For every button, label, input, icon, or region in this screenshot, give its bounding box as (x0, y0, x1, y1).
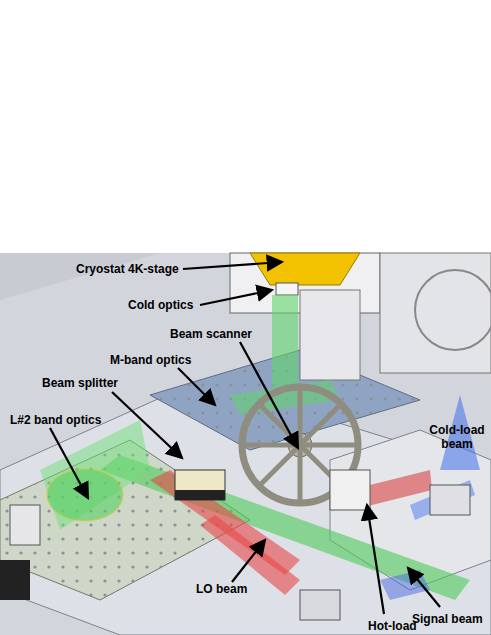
part-label: Beam scanner (170, 327, 252, 341)
part-label: LO beam (196, 582, 247, 596)
mounts-part (430, 485, 470, 515)
base-plates (0, 350, 491, 635)
part-label: M-band optics (110, 353, 191, 367)
beams-part (230, 380, 340, 415)
leader-lines (50, 262, 440, 614)
part-label: Cold optics (128, 298, 193, 312)
background-part (0, 253, 491, 635)
leader-lines-part (408, 568, 440, 607)
beams-part (150, 470, 300, 575)
cryostat-part (415, 270, 491, 350)
cryostat-part (250, 253, 360, 285)
mounts-part (330, 470, 370, 510)
part-label: Beam splitter (42, 376, 118, 390)
part-label: Hot-load (368, 619, 417, 633)
beams-part (47, 469, 123, 521)
cryostat-part (380, 253, 491, 373)
leader-lines-part (240, 342, 298, 448)
mounts (0, 470, 470, 620)
mounts-part (0, 560, 30, 600)
l2-band-optics (40, 420, 150, 530)
background-part (0, 253, 491, 635)
beam-scanner-part (261, 406, 339, 484)
leader-lines-part (50, 428, 88, 498)
mounts-part (10, 505, 40, 545)
cryostat (230, 253, 491, 380)
leader-lines-part (178, 368, 215, 405)
mounts-part (300, 590, 340, 620)
part-label: Cold-load beam (427, 423, 487, 451)
leader-lines-part (232, 540, 265, 582)
mounts-part (175, 470, 225, 500)
cryostat-part (300, 290, 360, 380)
leader-lines-part (112, 392, 182, 458)
beams (40, 295, 480, 600)
leader-lines-part (183, 262, 282, 269)
part-label: Signal beam (412, 612, 483, 626)
beams-part (100, 455, 470, 600)
beams-part (272, 295, 298, 387)
part-label: Cryostat 4K-stage (76, 262, 179, 276)
base-plates-part (0, 380, 491, 635)
part-label: L#2 band optics (10, 413, 101, 427)
leader-lines-part (367, 505, 384, 614)
leader-lines-part (200, 290, 272, 305)
beams-part (410, 480, 475, 520)
background (0, 253, 491, 635)
cold-optics (276, 283, 298, 295)
mounts-part (175, 490, 225, 500)
beam-scanner-part (261, 406, 339, 484)
